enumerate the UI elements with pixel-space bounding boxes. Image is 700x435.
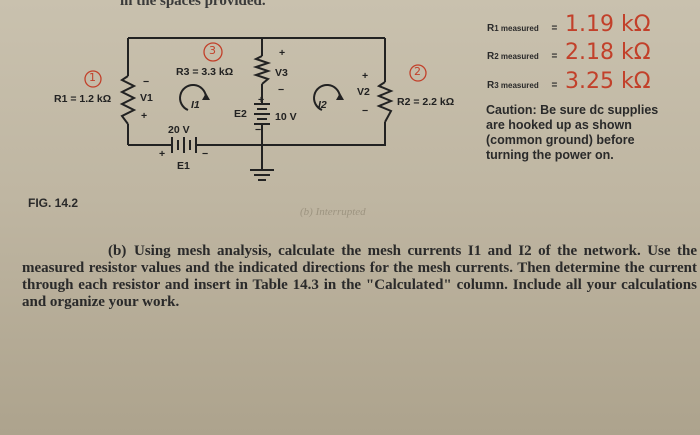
v3-label: V3 bbox=[275, 67, 288, 79]
v2-plus: + bbox=[362, 70, 369, 82]
mesh-current-i1: I1 bbox=[191, 99, 200, 111]
r1-label: R1 = 1.2 kΩ bbox=[54, 93, 112, 105]
r3-label: R3 = 3.3 kΩ bbox=[176, 66, 234, 78]
handwritten-mesh-number-2: 2 bbox=[414, 65, 421, 78]
e1-label: E1 bbox=[177, 160, 190, 172]
question-part: (b) bbox=[108, 243, 127, 259]
figure-label: FIG. 14.2 bbox=[28, 196, 79, 210]
v2-label: V2 bbox=[357, 86, 370, 98]
question-paragraph: (b) Using mesh analysis, calculate the m… bbox=[22, 243, 697, 311]
e1-minus: − bbox=[202, 148, 209, 160]
v1-label: V1 bbox=[140, 92, 153, 104]
r2-measured-row: R2 measured = bbox=[487, 51, 558, 62]
e2-label: E2 bbox=[234, 108, 247, 120]
v1-plus: + bbox=[141, 110, 148, 122]
r3-measured-row: R3 measured = bbox=[487, 80, 558, 91]
cut-off-heading: in the spaces provided. bbox=[120, 0, 266, 9]
handwritten-mesh-number-1: 1 bbox=[89, 71, 96, 84]
v2-minus: − bbox=[362, 105, 369, 117]
r3-measured-handwritten: 3.25 kΩ bbox=[565, 69, 651, 94]
r2-label: R2 = 2.2 kΩ bbox=[397, 96, 455, 108]
circuit-diagram bbox=[84, 37, 427, 181]
mesh-current-i2: I2 bbox=[318, 99, 327, 111]
r1-measured-handwritten: 1.19 kΩ bbox=[565, 12, 651, 37]
e1-plus: + bbox=[159, 148, 166, 160]
v3-minus: − bbox=[278, 84, 285, 96]
question-text: Using mesh analysis, calculate the mesh … bbox=[22, 243, 697, 310]
e1-value: 20 V bbox=[168, 124, 190, 136]
v3-plus: + bbox=[279, 47, 286, 59]
e2-value: 10 V bbox=[275, 111, 297, 123]
e2-plus: + bbox=[258, 94, 265, 106]
faint-bleed-through-text: (b) Interrupted bbox=[300, 206, 366, 218]
r2-measured-handwritten: 2.18 kΩ bbox=[565, 40, 651, 65]
v1-minus: − bbox=[143, 76, 150, 88]
handwritten-mesh-number-3: 3 bbox=[209, 44, 216, 57]
caution-note: Caution: Be sure dc supplies are hooked … bbox=[486, 103, 659, 162]
e2-minus: − bbox=[255, 124, 262, 136]
r1-measured-row: R1 measured = bbox=[487, 23, 558, 34]
